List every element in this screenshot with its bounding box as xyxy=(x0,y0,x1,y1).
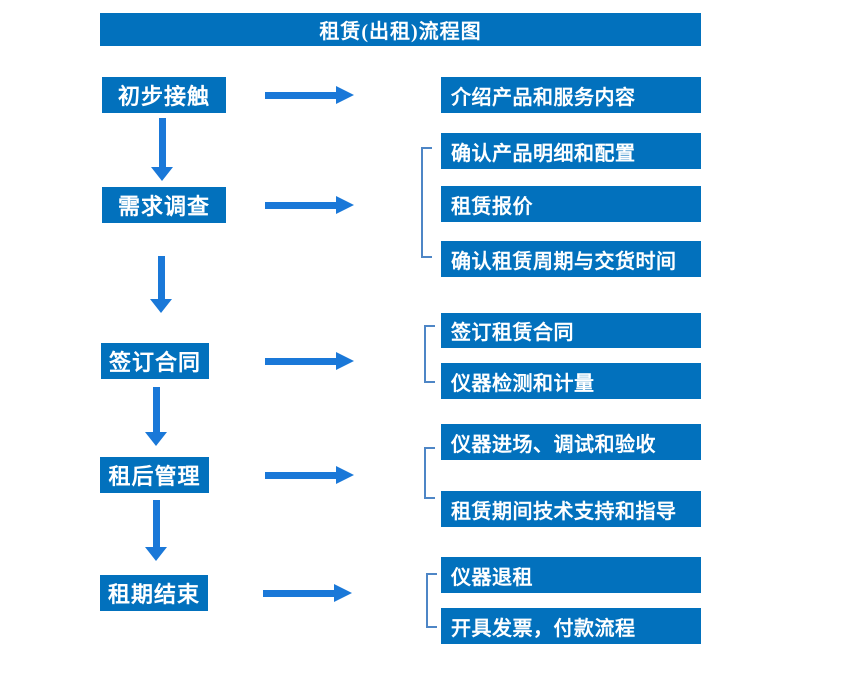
output-box-technical-support: 租赁期间技术支持和指导 xyxy=(441,491,701,527)
right-arrow-sign-contract xyxy=(265,352,355,370)
arrow-shaft xyxy=(265,472,337,479)
stage-box-demand-survey: 需求调查 xyxy=(102,187,226,223)
output-box-instrument-testing: 仪器检测和计量 xyxy=(441,363,701,399)
output-box-instrument-return: 仪器退租 xyxy=(441,557,701,593)
output-box-rental-quote: 租赁报价 xyxy=(441,186,701,222)
arrow-shaft xyxy=(158,256,165,300)
down-arrow-4 xyxy=(145,500,167,561)
arrow-shaft xyxy=(153,500,160,548)
down-arrow-3 xyxy=(145,387,167,446)
right-arrow-post-rental xyxy=(265,466,355,484)
stage-box-post-rental-management: 租后管理 xyxy=(100,457,209,493)
arrow-head xyxy=(145,432,167,446)
right-arrow-demand-survey xyxy=(265,196,355,214)
arrow-shaft xyxy=(153,387,160,433)
arrow-shaft xyxy=(263,590,335,597)
stage-box-rental-end: 租期结束 xyxy=(100,575,208,611)
output-box-instrument-installation: 仪器进场、调试和验收 xyxy=(441,424,701,460)
right-arrow-initial-contact xyxy=(265,86,355,104)
arrow-shaft xyxy=(265,202,337,209)
arrow-head xyxy=(334,584,352,602)
arrow-head xyxy=(150,299,172,313)
output-box-invoice-payment: 开具发票，付款流程 xyxy=(441,608,701,644)
arrow-head xyxy=(336,352,354,370)
group-bracket-rental-end xyxy=(426,573,437,628)
arrow-head xyxy=(145,547,167,561)
group-bracket-post-rental xyxy=(424,447,435,499)
stage-box-initial-contact: 初步接触 xyxy=(102,77,226,113)
output-box-confirm-rental-period: 确认租赁周期与交货时间 xyxy=(441,241,701,277)
down-arrow-2 xyxy=(150,256,172,313)
arrow-head xyxy=(336,86,354,104)
stage-box-sign-contract: 签订合同 xyxy=(101,343,209,379)
arrow-head xyxy=(336,466,354,484)
group-bracket-demand-survey xyxy=(421,147,432,258)
arrow-shaft xyxy=(159,118,166,168)
arrow-shaft xyxy=(265,92,337,99)
flowchart-title: 租赁(出租)流程图 xyxy=(100,13,701,46)
arrow-head xyxy=(336,196,354,214)
right-arrow-rental-end xyxy=(263,584,353,602)
down-arrow-1 xyxy=(151,118,173,181)
arrow-head xyxy=(151,167,173,181)
arrow-shaft xyxy=(265,358,337,365)
output-box-sign-rental-contract: 签订租赁合同 xyxy=(441,313,701,348)
output-box-introduce-products: 介绍产品和服务内容 xyxy=(441,77,701,113)
output-box-confirm-product-details: 确认产品明细和配置 xyxy=(441,133,701,169)
group-bracket-sign-contract xyxy=(424,325,435,383)
